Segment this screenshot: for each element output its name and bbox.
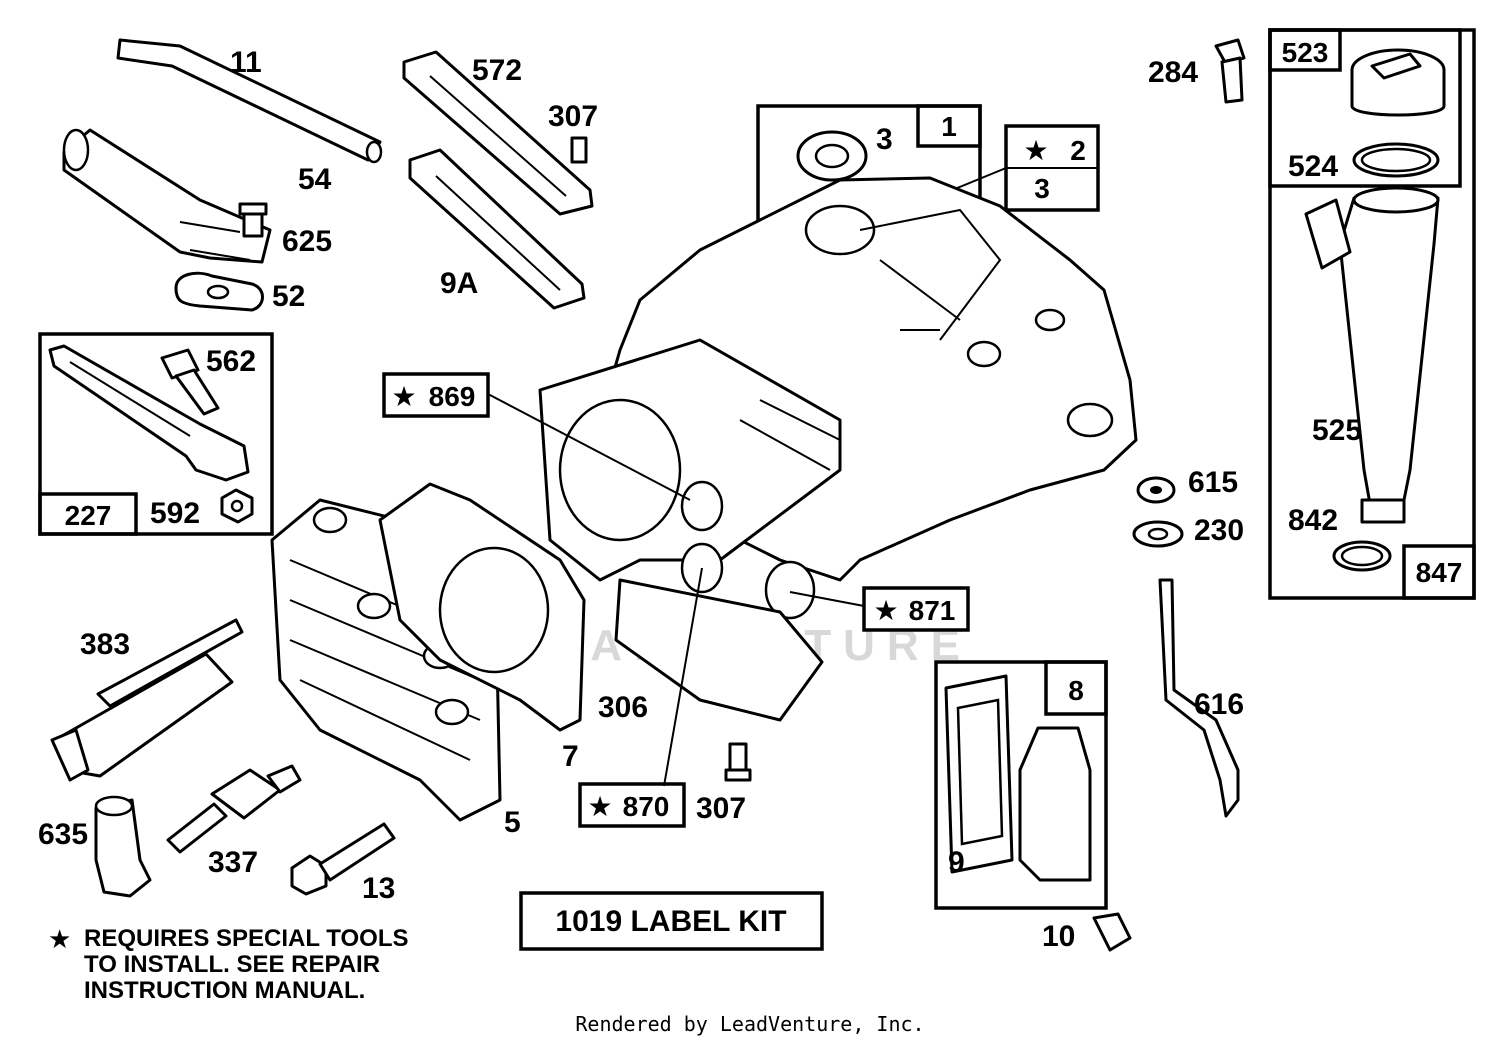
note-line-2: TO INSTALL. SEE REPAIR	[84, 951, 381, 978]
label-54: 54	[298, 163, 332, 196]
part-572-gasket	[402, 50, 594, 216]
label-847: 847	[1416, 557, 1463, 588]
box-871-frame	[862, 586, 970, 632]
label-616: 616	[1194, 688, 1244, 721]
part-10-screw	[1092, 912, 1132, 952]
part-13-bolt	[290, 822, 396, 896]
box-523-label-box	[1268, 28, 1342, 72]
label-8: 8	[1068, 675, 1084, 706]
part-842-oring	[1332, 498, 1406, 572]
part-592-nut	[220, 488, 254, 524]
label-625: 625	[282, 225, 332, 258]
part-635-boot	[94, 795, 152, 898]
label-7: 7	[562, 740, 579, 773]
label-52: 52	[272, 280, 305, 313]
part-284-bolt	[1214, 38, 1246, 104]
label-kit-frame	[519, 891, 824, 951]
label-523: 523	[1282, 37, 1329, 68]
star-871: ★	[873, 595, 898, 626]
label-524: 524	[1288, 150, 1338, 183]
label-227: 227	[65, 500, 112, 531]
part-engine-block	[538, 176, 1138, 722]
box-869-frame	[382, 372, 490, 418]
part-524-oring	[1352, 142, 1440, 178]
label-307-bottom: 307	[696, 792, 746, 825]
leader-871	[789, 591, 865, 607]
label-5: 5	[504, 806, 521, 839]
part-337-spark-plug	[166, 764, 302, 854]
label-337: 337	[208, 846, 258, 879]
box-870-frame	[578, 782, 686, 828]
note-line-1: REQUIRES SPECIAL TOOLS	[84, 925, 409, 952]
label-635: 635	[38, 818, 88, 851]
box-227-label-box	[38, 492, 138, 536]
star-2: ★	[1023, 135, 1048, 166]
label-383: 383	[80, 628, 130, 661]
part-616-rod	[1158, 578, 1240, 818]
special-tools-note: ★ REQUIRES SPECIAL TOOLS TO INSTALL. SEE…	[48, 926, 488, 1004]
part-11-tube	[116, 38, 383, 164]
part-615-seal	[1136, 476, 1176, 504]
leader-869	[487, 393, 691, 501]
leader-870	[663, 567, 703, 787]
label-869: 869	[429, 381, 476, 412]
box-227-frame	[38, 332, 274, 536]
label-842: 842	[1288, 504, 1338, 537]
part-9-gasket	[944, 674, 1014, 874]
label-10: 10	[1042, 920, 1075, 953]
part-525-dipstick-tube	[1304, 186, 1440, 506]
label-284: 284	[1148, 56, 1198, 89]
label-615: 615	[1188, 466, 1238, 499]
label-592: 592	[150, 497, 200, 530]
part-307-screw-bottom	[724, 742, 752, 782]
part-3-seal	[796, 130, 868, 182]
part-523-cap	[1350, 48, 1446, 117]
part-625-elbow	[62, 128, 272, 264]
part-307-screw-top	[570, 136, 588, 164]
box-8-label-box	[1044, 660, 1108, 716]
part-562-bolt	[160, 348, 220, 416]
note-line-3: INSTRUCTION MANUAL.	[84, 977, 366, 1004]
label-9: 9	[948, 846, 965, 879]
part-7-head-gasket	[378, 482, 586, 732]
label-230: 230	[1194, 514, 1244, 547]
part-54-bolt	[238, 202, 268, 238]
part-227-bracket	[48, 344, 250, 482]
label-562: 562	[206, 345, 256, 378]
label-307-top: 307	[548, 100, 598, 133]
label-525: 525	[1312, 414, 1362, 447]
box-1-label-box	[916, 104, 982, 148]
star-870: ★	[587, 791, 612, 822]
label-871: 871	[909, 595, 956, 626]
label-3-box2: 3	[1034, 173, 1050, 204]
part-230-washer	[1132, 520, 1184, 548]
box-523-inner-frame	[1268, 28, 1462, 188]
note-star-icon: ★	[48, 924, 72, 954]
label-3-box1: 3	[876, 123, 893, 156]
part-52-gasket	[174, 271, 264, 312]
label-1: 1	[941, 111, 957, 142]
label-9a: 9A	[440, 267, 478, 300]
label-11: 11	[230, 46, 262, 79]
label-870: 870	[623, 791, 670, 822]
part-8-cover	[1018, 726, 1092, 882]
label-306: 306	[598, 691, 648, 724]
part-9a-gasket	[408, 148, 586, 310]
label-2: 2	[1070, 135, 1086, 166]
star-869: ★	[391, 381, 416, 412]
label-13: 13	[362, 872, 395, 905]
label-572: 572	[472, 54, 522, 87]
part-383-tube	[50, 618, 244, 782]
box-847-label-box	[1402, 544, 1476, 600]
render-credit: Rendered by LeadVenture, Inc.	[575, 1012, 925, 1036]
box-8-frame	[934, 660, 1108, 910]
label-kit-text: 1019 LABEL KIT	[555, 905, 786, 938]
